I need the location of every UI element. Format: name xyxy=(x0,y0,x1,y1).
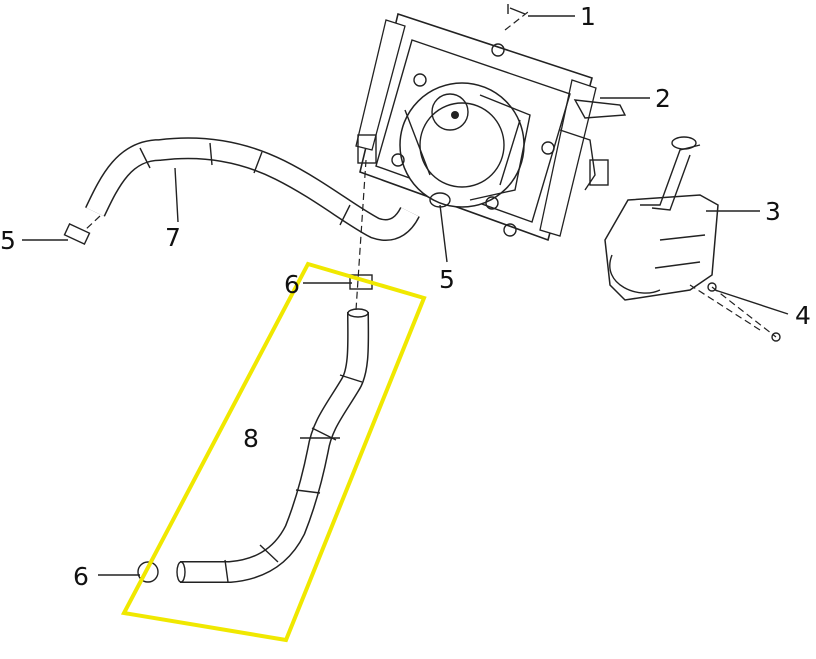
radiator-cap xyxy=(573,99,627,119)
callout-3: 3 xyxy=(765,197,781,226)
hose-7 xyxy=(85,137,420,241)
highlight-box xyxy=(120,261,427,643)
callout-7: 7 xyxy=(165,223,181,252)
callout-4: 4 xyxy=(795,301,811,330)
callout-5-left: 5 xyxy=(0,226,16,255)
callout-1: 1 xyxy=(580,2,596,31)
clamp-5-left xyxy=(63,222,91,246)
callout-6-bottom: 6 xyxy=(73,562,89,591)
callout-8: 8 xyxy=(243,424,259,453)
callout-6-top: 6 xyxy=(284,270,300,299)
radiator xyxy=(355,12,627,242)
bolt-1 xyxy=(507,4,526,15)
coolant-reservoir xyxy=(604,136,781,342)
hose-8 xyxy=(176,308,370,583)
callout-2: 2 xyxy=(655,84,671,113)
callout-5-right: 5 xyxy=(439,265,455,294)
clamp-6-bottom xyxy=(137,561,159,583)
